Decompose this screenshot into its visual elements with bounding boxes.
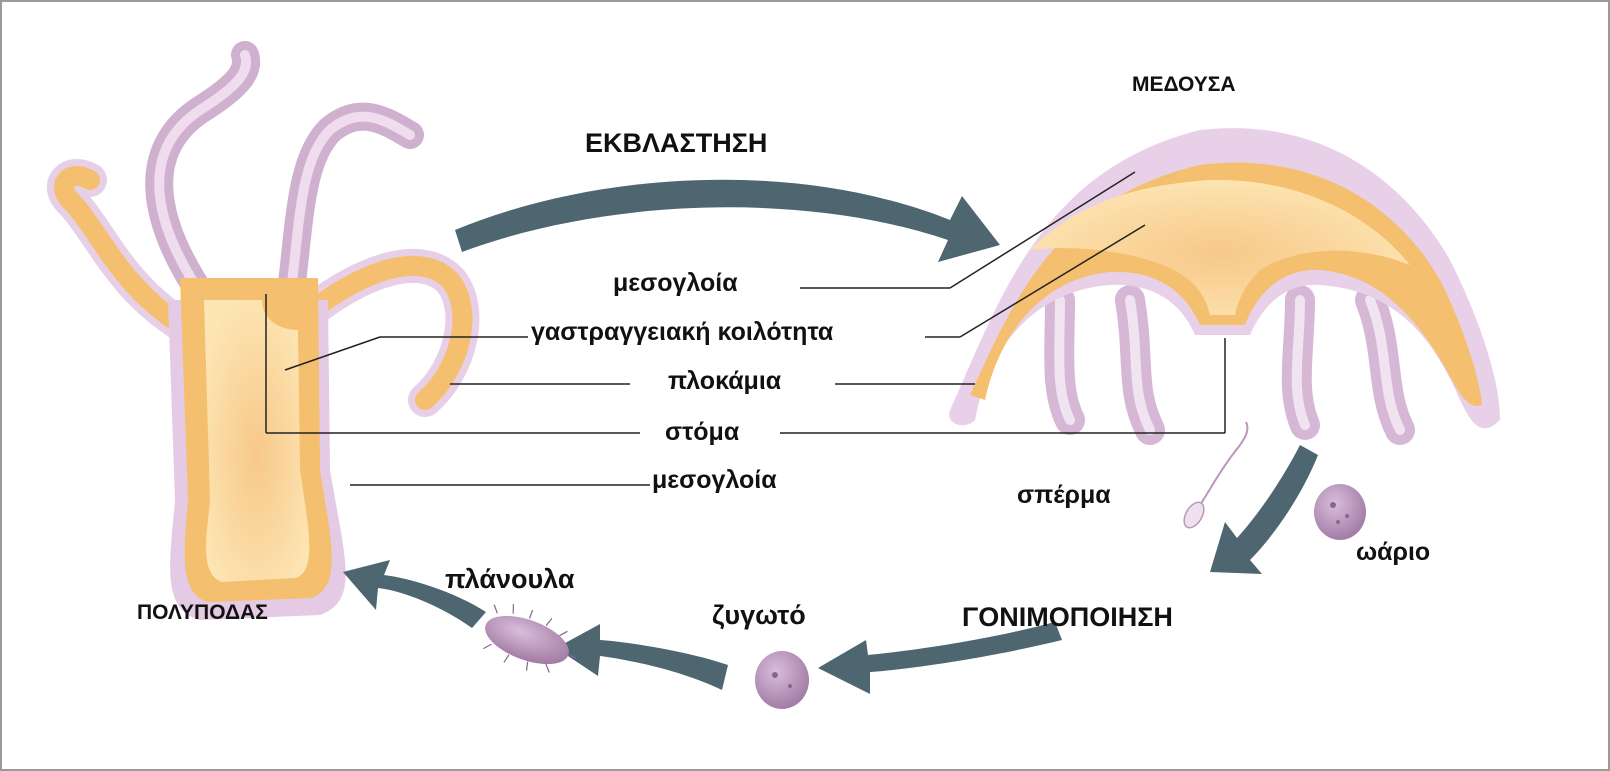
zygote-label: ζυγωτό [712, 600, 806, 630]
sperm-label: σπέρμα [1017, 481, 1111, 509]
planula-label: πλάνουλα [445, 564, 575, 594]
budding-label: ΕΚΒΛΑΣΤΗΣΗ [585, 128, 767, 158]
tentacles-label: πλοκάμια [668, 367, 782, 395]
planula-arrow [556, 624, 728, 690]
polyp-label: ΠΟΛΥΠΟΔΑΣ [137, 601, 268, 624]
polyp-cavity [204, 300, 309, 582]
mesoglea-top-label: μεσογλοία [613, 269, 738, 297]
gastrovascular-cavity-label: γαστραγγειακή κοιλότητα [531, 318, 834, 346]
zygote-arrow [818, 622, 1062, 694]
sperm-icon [1200, 422, 1247, 505]
zygote-icon [755, 651, 809, 709]
egg-label: ωάριο [1356, 538, 1430, 566]
mesoglea-bottom-label: μεσογλοία [652, 466, 777, 494]
mouth-label: στόμα [665, 418, 740, 446]
budding-arrow [455, 180, 1000, 262]
egg-icon [1314, 484, 1366, 540]
fertilization-label: ΓΟΝΙΜΟΠΟΙΗΣΗ [962, 602, 1173, 632]
medusa-label: ΜΕΔΟΥΣΑ [1132, 73, 1236, 96]
